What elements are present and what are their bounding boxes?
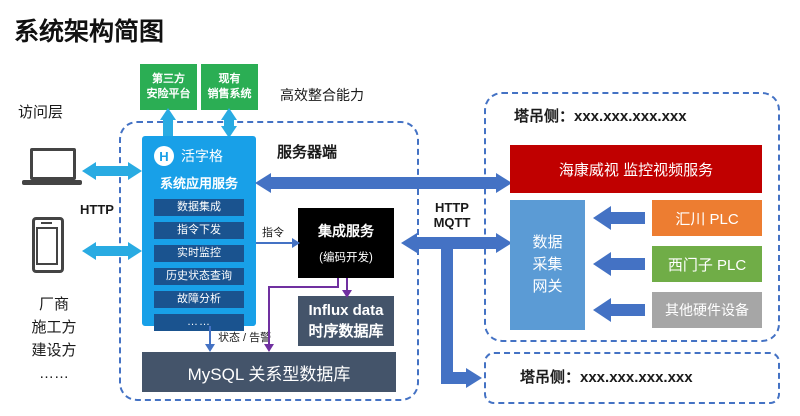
arrow-shaft-horizontal xyxy=(441,372,467,384)
app-item-ellipsis: …… xyxy=(154,314,244,331)
tower-side-bottom-label: 塔吊侧：xxx.xxx.xxx.xxx xyxy=(520,369,693,386)
arrow-line xyxy=(256,242,294,244)
brand-name: 活字格 xyxy=(181,148,223,164)
brand-row: H 活字格 xyxy=(142,136,256,166)
gateway-line1: 数据 xyxy=(532,234,563,251)
arrow-shaft xyxy=(224,118,234,128)
app-item: 故障分析 xyxy=(154,291,244,308)
arrow-shaft-vertical xyxy=(441,249,453,384)
client-role: 厂商 xyxy=(38,296,69,313)
arrow-head-right xyxy=(292,238,300,248)
app-item: 指令下发 xyxy=(154,222,244,239)
mqtt-label: MQTT xyxy=(433,215,471,230)
command-label: 指令 xyxy=(262,227,284,239)
integration-service-box: 集成服务 (编码开发) xyxy=(298,208,394,278)
arrow-head-right xyxy=(128,162,142,180)
arrow-shaft xyxy=(270,177,498,189)
arrow-head-up xyxy=(160,108,176,120)
arrow-head-left xyxy=(82,242,96,260)
third-party-platform-box: 第三方 安险平台 xyxy=(140,64,197,110)
huozige-logo-icon: H xyxy=(154,146,174,166)
app-item: 实时监控 xyxy=(154,245,244,262)
siemens-plc-box: 西门子 PLC xyxy=(652,246,762,282)
integration-subtitle: (编码开发) xyxy=(319,252,373,264)
arrow-head-left xyxy=(82,162,96,180)
integration-capability-caption: 高效整合能力 xyxy=(280,87,364,103)
integration-title: 集成服务 xyxy=(318,223,374,239)
influx-line1: Influx data xyxy=(308,302,384,319)
app-service-box: H 活字格 系统应用服务 数据集成 指令下发 实时监控 历史状态查询 故障分析 … xyxy=(142,136,256,331)
arrow-head-left xyxy=(255,173,271,193)
influx-line2: 时序数据库 xyxy=(308,323,384,340)
server-side-label: 服务器端 xyxy=(277,144,338,161)
laptop-screen xyxy=(30,148,76,180)
client-role-ellipsis: …… xyxy=(39,365,69,382)
arrow-head-down xyxy=(221,126,237,138)
gateway-line2: 采集 xyxy=(532,256,563,273)
arrow-line xyxy=(209,326,211,346)
client-role: 施工方 xyxy=(31,319,77,336)
status-alarm-label: 状态 / 告警 xyxy=(218,332,272,344)
existing-sales-system-box: 现有 销售系统 xyxy=(201,64,258,110)
third-party-line1: 第三方 xyxy=(152,73,185,85)
arrow-head-right xyxy=(128,242,142,260)
arrow-shaft xyxy=(163,118,173,136)
laptop-base xyxy=(22,180,82,185)
arrow-head-right xyxy=(466,368,482,388)
arrow-line xyxy=(268,286,339,288)
app-service-items: 数据集成 指令下发 实时监控 历史状态查询 故障分析 …… xyxy=(142,199,256,331)
http-label-left: HTTP xyxy=(80,202,114,217)
third-party-line2: 安险平台 xyxy=(146,88,191,100)
arrow-head-left xyxy=(593,252,611,276)
arrow-head-down xyxy=(264,344,274,352)
arrow-head-left xyxy=(401,233,417,253)
arrow-shaft xyxy=(96,246,128,256)
mysql-db-box: MySQL 关系型数据库 xyxy=(142,352,396,392)
access-layer-label: 访问层 xyxy=(18,104,64,121)
arrow-line xyxy=(268,286,270,346)
arrow-head-left xyxy=(593,206,611,230)
tower-side-top-label: 塔吊侧：xxx.xxx.xxx.xxx xyxy=(514,108,687,125)
app-item: 历史状态查询 xyxy=(154,268,244,285)
tower-side-top-dashed-box xyxy=(484,92,780,342)
protocol-labels: HTTP MQTT xyxy=(420,200,484,230)
arrow-shaft xyxy=(611,304,645,316)
arrow-head-up xyxy=(221,108,237,120)
data-collection-gateway-box: 数据 采集 网关 xyxy=(510,200,585,330)
arrow-head-down xyxy=(342,290,352,298)
phone-speaker xyxy=(41,222,52,224)
gateway-line3: 网关 xyxy=(532,278,563,295)
client-role: 建设方 xyxy=(31,342,77,359)
http-label-mid: HTTP xyxy=(435,200,469,215)
app-item: 数据集成 xyxy=(154,199,244,216)
arrow-head-right xyxy=(496,233,512,253)
sales-line2: 销售系统 xyxy=(207,88,252,100)
arrow-head-down xyxy=(205,344,215,352)
tower-side-bottom-dashed-box xyxy=(484,352,780,404)
other-hardware-box: 其他硬件设备 xyxy=(652,292,762,328)
phone-screen xyxy=(36,227,58,265)
page-title: 系统架构简图 xyxy=(14,18,165,46)
arrow-shaft xyxy=(96,166,128,176)
arrow-shaft xyxy=(611,258,645,270)
huichuan-plc-box: 汇川 PLC xyxy=(652,200,762,236)
arrow-shaft xyxy=(611,212,645,224)
sales-line1: 现有 xyxy=(218,73,241,85)
hikvision-video-service-box: 海康威视 监控视频服务 xyxy=(510,145,762,193)
arrow-shaft xyxy=(416,237,498,249)
app-service-title: 系统应用服务 xyxy=(159,176,238,191)
server-side-dashed-box xyxy=(119,121,419,401)
arrow-head-right xyxy=(496,173,512,193)
arrow-line xyxy=(346,278,348,292)
arrow-head-left xyxy=(593,298,611,322)
arrow-line xyxy=(337,278,339,288)
influx-db-box: Influx data 时序数据库 xyxy=(298,296,394,346)
client-roles-list: 厂商 施工方 建设方 …… xyxy=(8,293,100,385)
